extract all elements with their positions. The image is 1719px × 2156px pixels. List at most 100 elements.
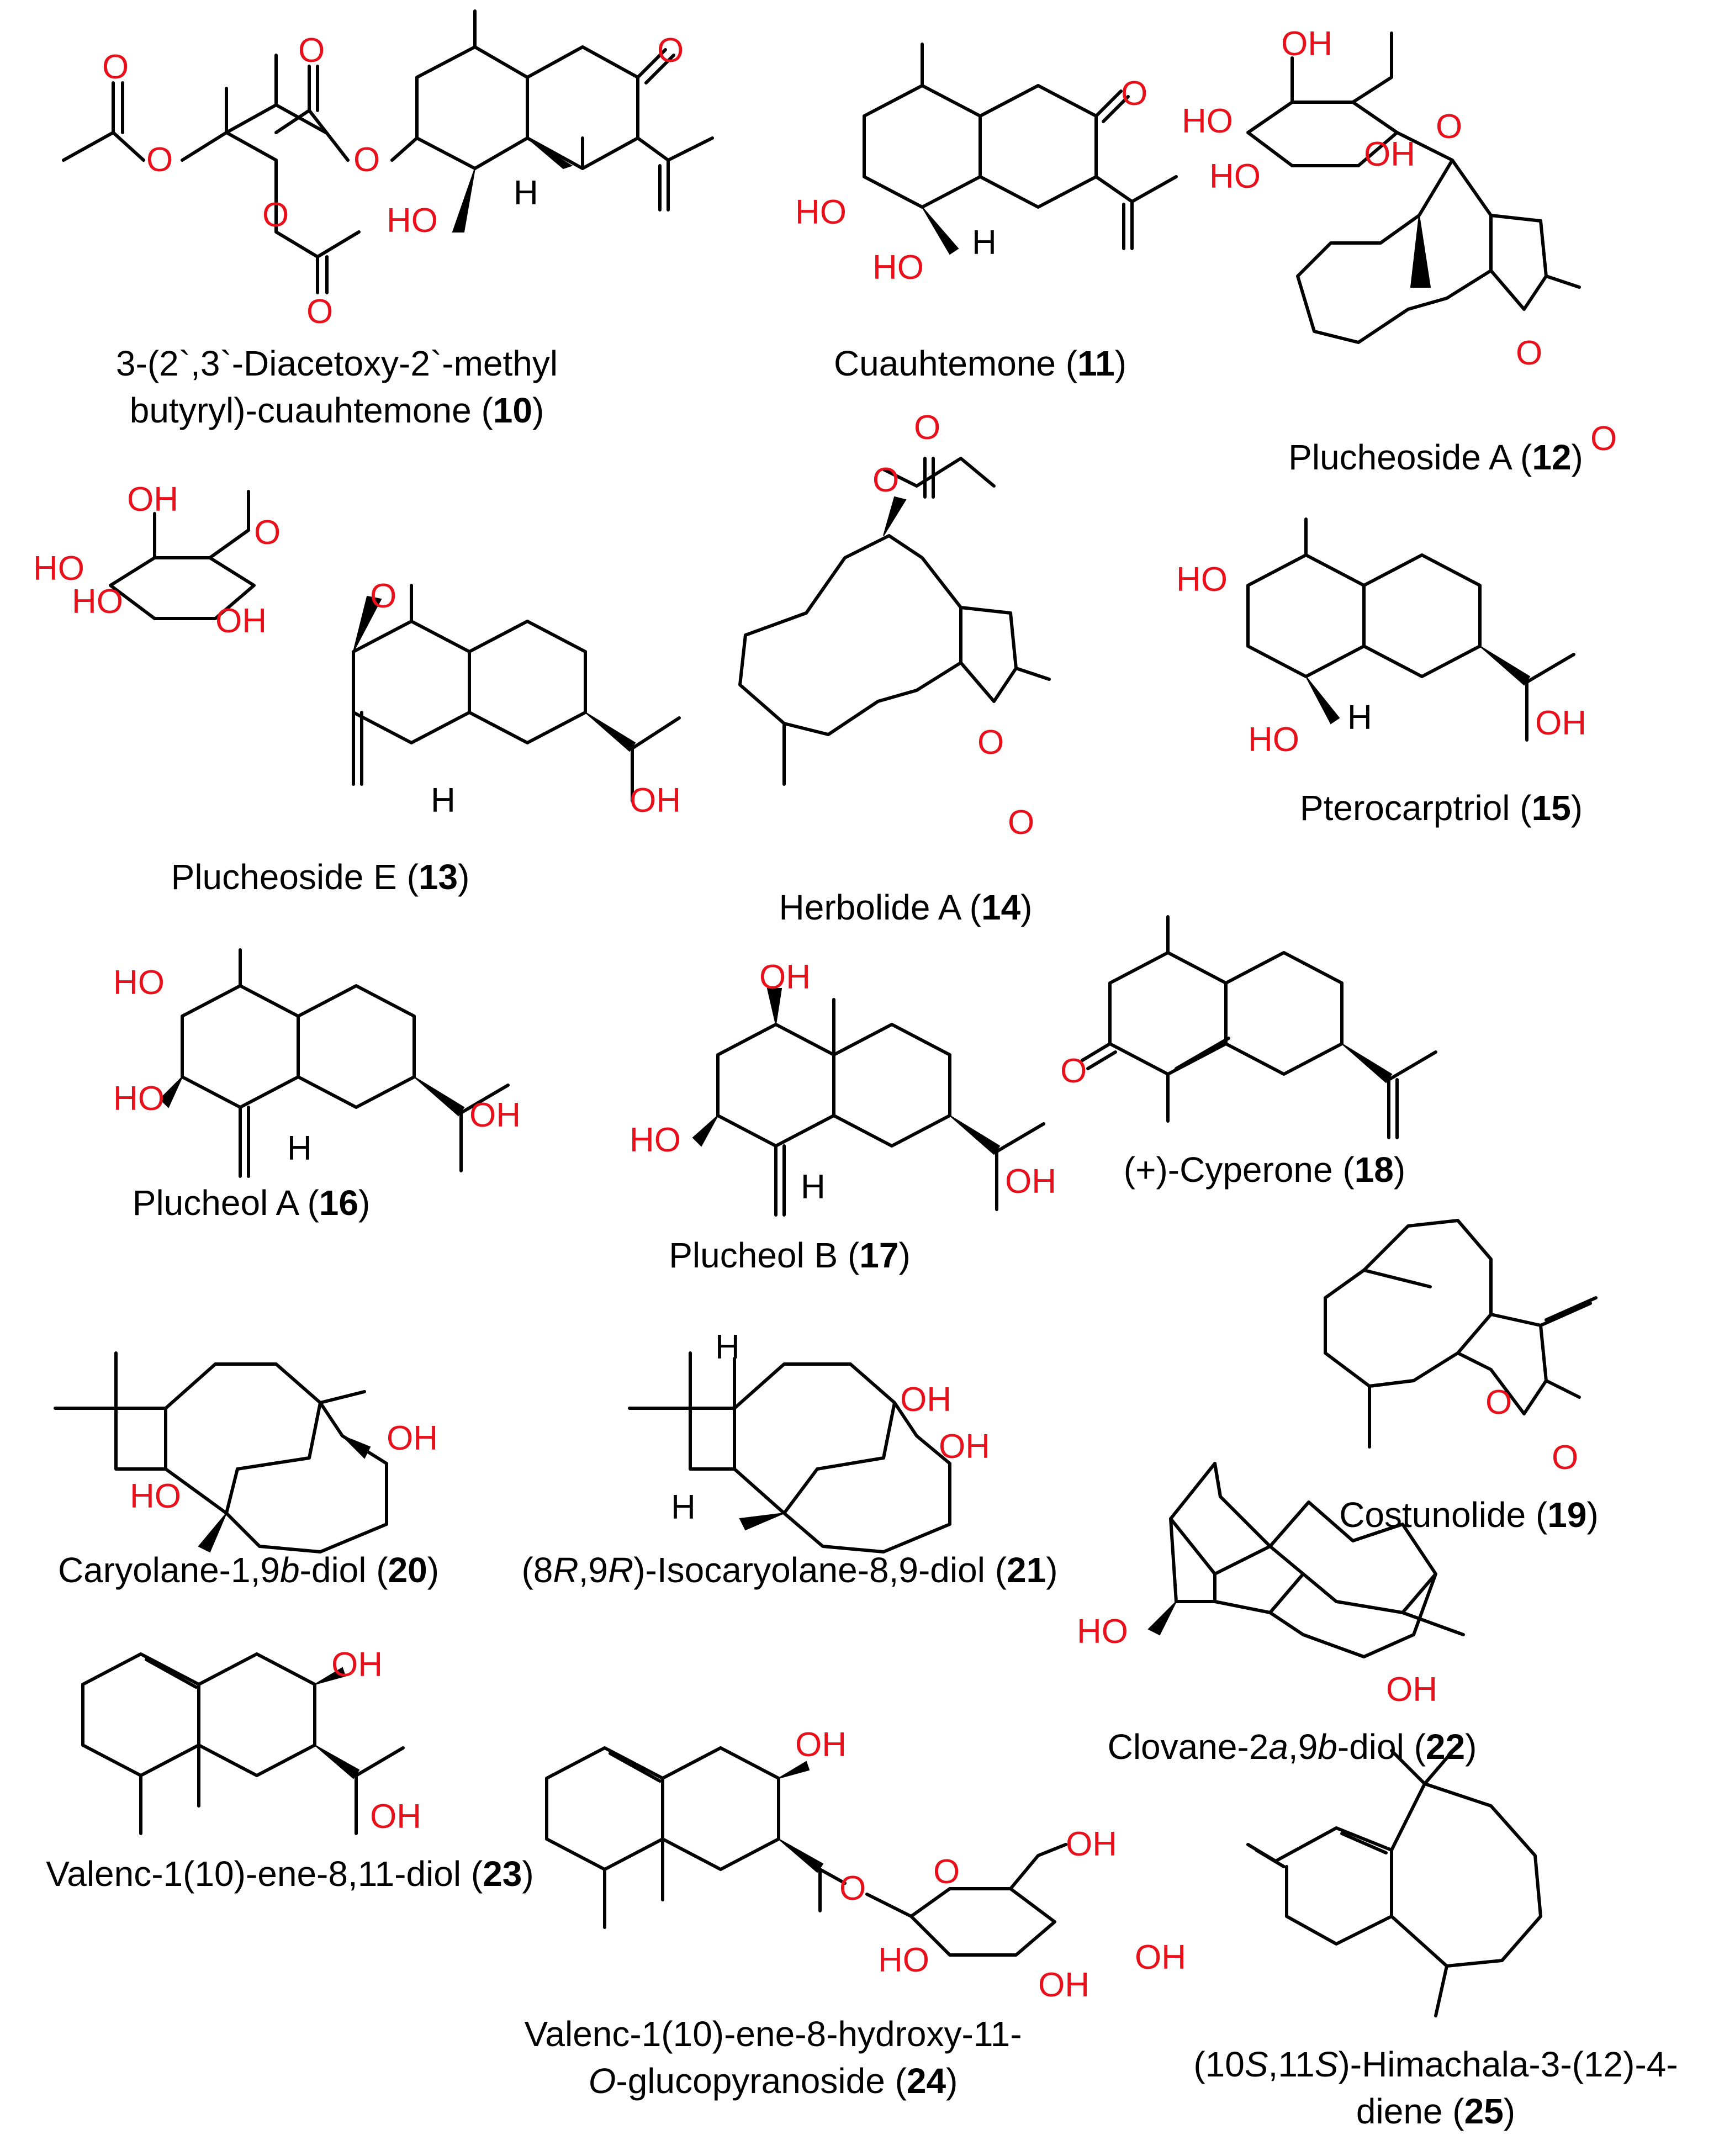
caption-25-italic2: S	[1315, 2044, 1339, 2084]
caption-24-italic: O	[589, 2061, 616, 2101]
caption-20: Caryolane-1,9b-diol (20)	[58, 1550, 439, 1590]
atom-h: H	[514, 174, 538, 212]
atom-ho: HO	[1182, 102, 1233, 140]
caption-23-number: 23	[483, 1854, 522, 1894]
atom-oh: OH	[331, 1646, 383, 1684]
caption-24-line1: Valenc-1(10)-ene-8-hydroxy-11-	[524, 2014, 1022, 2054]
structure-13: HO HO OH OH O O OH H Plucheoside E (13)	[33, 480, 681, 897]
caption-19-suffix: )	[1586, 1495, 1598, 1535]
caption-17: Plucheol B (17)	[669, 1235, 911, 1275]
atom-ho: HO	[878, 1941, 929, 1979]
atom-oh: OH	[1364, 135, 1415, 173]
caption-22-mid: ,9	[1288, 1727, 1318, 1767]
caption-16-suffix: )	[358, 1183, 370, 1223]
caption-21: (8R,9R)-Isocaryolane-8,9-diol (21)	[521, 1550, 1057, 1590]
structure-19: O O Costunolide (19)	[1324, 1219, 1599, 1535]
caption-12-pre: Plucheoside A (	[1288, 437, 1532, 477]
caption-17-pre: Plucheol B (	[669, 1235, 859, 1275]
atom-ho: HO	[1248, 721, 1299, 759]
atom-ho: HO	[33, 549, 84, 588]
caption-24-suffix: )	[946, 2061, 958, 2101]
caption-10-number: 10	[493, 390, 532, 430]
atom-o: O	[977, 723, 1004, 762]
atom-oh: OH	[370, 1798, 421, 1836]
caption-21-pre: (8	[521, 1550, 553, 1590]
structure-22: HO OH Clovane-2a,9b-diol (22)	[1077, 1462, 1477, 1767]
caption-21-mid: ,9	[579, 1550, 608, 1590]
caption-11-suffix: )	[1115, 344, 1126, 383]
caption-21-italic2: R	[608, 1550, 633, 1590]
atom-oh: OH	[1038, 1966, 1089, 2004]
caption-20-post: -diol (	[300, 1550, 388, 1590]
caption-12: Plucheoside A (12)	[1288, 437, 1583, 477]
atom-o: O	[1121, 75, 1147, 113]
atom-oh: OH	[759, 958, 811, 996]
caption-21-italic: R	[553, 1550, 578, 1590]
caption-10-suffix: )	[532, 390, 544, 430]
atom-ho: HO	[387, 202, 438, 240]
caption-18-number: 18	[1355, 1150, 1394, 1190]
caption-20-number: 20	[388, 1550, 427, 1590]
caption-16-number: 16	[319, 1183, 358, 1223]
caption-23-pre: Valenc-1(10)-ene-8,11-diol (	[46, 1854, 483, 1894]
atom-oh: OH	[900, 1381, 951, 1419]
caption-18-suffix: )	[1394, 1150, 1405, 1190]
atom-oh: OH	[795, 1726, 847, 1764]
atom-ho: HO	[72, 583, 123, 621]
caption-22-pre: Clovane-2	[1108, 1727, 1269, 1767]
caption-24-number: 24	[907, 2061, 946, 2101]
atom-ho: HO	[1209, 157, 1261, 195]
atom-ho: HO	[1176, 561, 1228, 599]
caption-13-suffix: )	[458, 857, 469, 897]
structure-14: O O O O Herbolide A (14)	[738, 409, 1051, 927]
atom-oh: OH	[127, 480, 178, 519]
caption-19-number: 19	[1547, 1495, 1586, 1535]
structure-17: OH HO OH H Plucheol B (17)	[630, 958, 1056, 1275]
atom-oh: OH	[1281, 25, 1332, 63]
caption-20-suffix: )	[427, 1550, 439, 1590]
atom-o: O	[872, 461, 899, 499]
atom-oh: OH	[939, 1428, 990, 1466]
atom-o: O	[1060, 1052, 1087, 1090]
atom-oh: OH	[1135, 1938, 1186, 1977]
structure-24: OH O O OH HO OH OH Valenc-1(10)-ene-8-hy…	[524, 1726, 1186, 2101]
caption-23-suffix: )	[522, 1854, 533, 1894]
caption-23: Valenc-1(10)-ene-8,11-diol (23)	[46, 1854, 533, 1894]
atom-oh: OH	[1386, 1671, 1437, 1709]
atom-oh: OH	[1066, 1825, 1117, 1863]
caption-16: Plucheol A (16)	[133, 1183, 371, 1223]
caption-25-line1: (10S,11S)-Himachala-3-(12)-4-	[1193, 2044, 1678, 2084]
atom-o: O	[306, 293, 333, 331]
caption-25-line1-pre: (10	[1193, 2044, 1245, 2084]
atom-o: O	[146, 141, 173, 179]
atom-o: O	[933, 1853, 960, 1891]
caption-25-suffix: )	[1504, 2091, 1515, 2131]
atom-o: O	[1516, 334, 1542, 372]
caption-17-number: 17	[859, 1235, 898, 1275]
caption-13-pre: Plucheoside E (	[171, 857, 419, 897]
atom-h: H	[671, 1488, 696, 1526]
atom-oh: OH	[1535, 704, 1586, 742]
atom-o: O	[1590, 420, 1617, 458]
atom-ho: HO	[630, 1121, 681, 1159]
caption-25-line1-post: )-Himachala-3-(12)-4-	[1338, 2044, 1678, 2084]
atom-h: H	[431, 781, 456, 820]
structure-18: O (+)-Cyperone (18)	[1060, 915, 1437, 1190]
caption-21-post: )-Isocaryolane-8,9-diol (	[633, 1550, 1007, 1590]
atom-o: O	[298, 31, 325, 70]
structure-15: HO HO OH H Pterocarptriol (15)	[1176, 517, 1586, 828]
structure-12: HO HO OH OH O O O Plucheoside A (12)	[1182, 25, 1617, 477]
atom-o: O	[1008, 804, 1034, 842]
structure-10: O O O O O O O HO H 3-(2`,3`-Diacetoxy-2`…	[62, 9, 714, 430]
caption-25-mid: ,11	[1268, 2044, 1315, 2084]
caption-17-suffix: )	[898, 1235, 910, 1275]
caption-22-suffix: )	[1465, 1727, 1477, 1767]
caption-22-post: -diol (	[1337, 1727, 1426, 1767]
atom-o: O	[1485, 1383, 1512, 1422]
atom-oh: OH	[1005, 1162, 1056, 1201]
caption-10-pre: butyryl)-cuauhtemone (	[130, 390, 493, 430]
atom-ho: HO	[795, 193, 847, 231]
atom-oh: OH	[387, 1419, 438, 1457]
atom-o: O	[839, 1869, 866, 1907]
